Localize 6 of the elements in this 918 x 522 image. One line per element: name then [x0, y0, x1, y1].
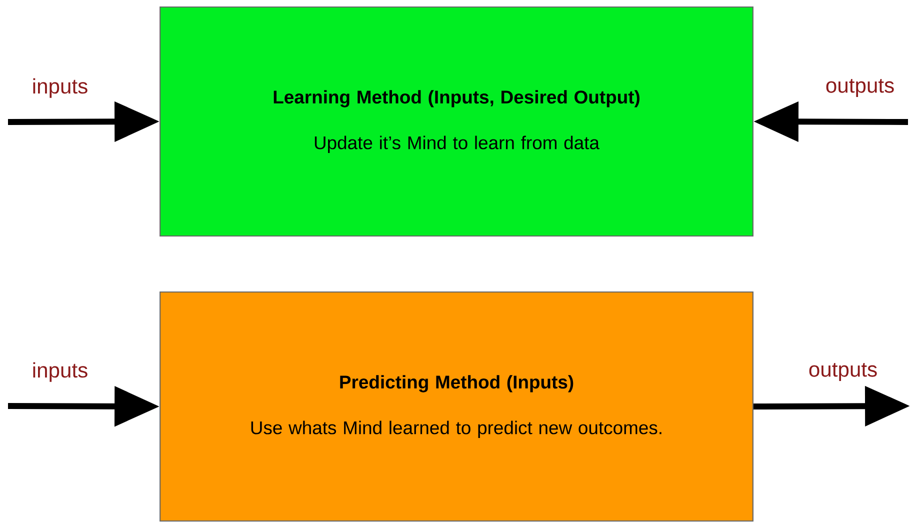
process-box: Predicting Method (Inputs) Use whats Mind learned to predict new outcomes. — [160, 292, 754, 522]
edge-label: outputs — [826, 79, 894, 98]
edge-label: inputs — [33, 362, 88, 382]
process-box: Learning Method (Inputs, Desired Output) Update it’s Mind to learn from data — [160, 6, 754, 237]
edge-label: outputs — [809, 363, 877, 382]
edge-label: inputs — [33, 78, 88, 98]
